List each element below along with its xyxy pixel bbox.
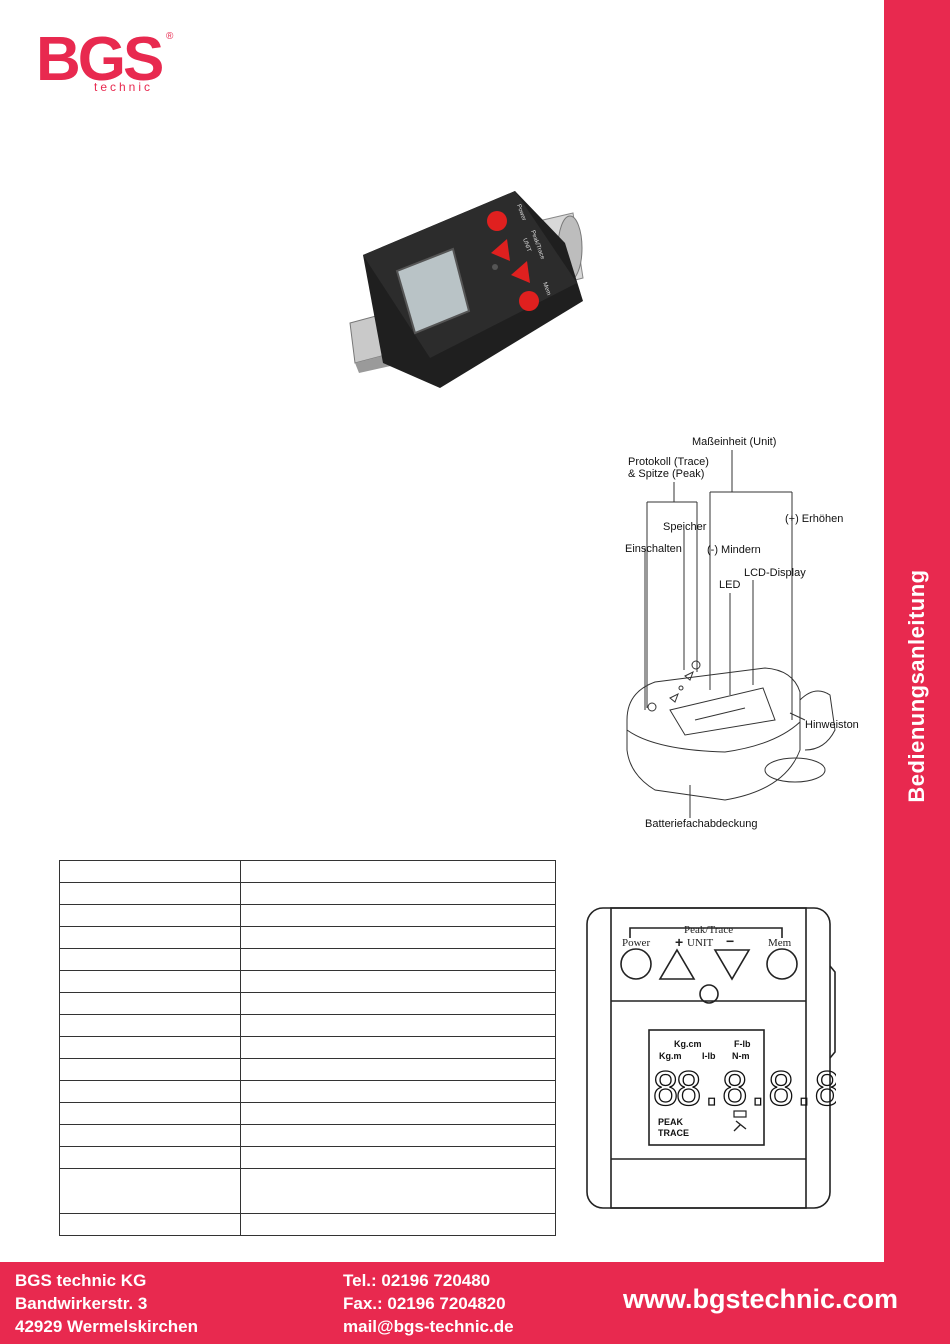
table-row bbox=[59, 1014, 556, 1037]
registered-mark: ® bbox=[166, 31, 174, 42]
photo-label-power: Power bbox=[515, 204, 526, 222]
table-row bbox=[59, 970, 556, 993]
table-cell bbox=[59, 992, 241, 1015]
label-increase: (+) Erhöhen bbox=[785, 513, 844, 525]
table-row bbox=[59, 1080, 556, 1103]
table-row bbox=[59, 1124, 556, 1147]
device-diagram: Maßeinheit (Unit) Protokoll (Trace) & Sp… bbox=[615, 430, 880, 840]
table-cell bbox=[240, 992, 556, 1015]
table-row bbox=[59, 1102, 556, 1125]
table-row bbox=[59, 860, 556, 883]
lcd-flb: F-lb bbox=[734, 1039, 751, 1049]
table-cell bbox=[240, 1080, 556, 1103]
label-lcd: LCD-Display bbox=[744, 567, 806, 579]
table-cell bbox=[59, 1102, 241, 1125]
footer-street: Bandwirkerstr. 3 bbox=[15, 1294, 148, 1313]
table-row bbox=[59, 948, 556, 971]
label-trace-1: Protokoll (Trace) bbox=[628, 456, 709, 468]
spec-table bbox=[59, 860, 556, 1236]
table-cell bbox=[59, 948, 241, 971]
footer: BGS technic KG Bandwirkerstr. 3 42929 We… bbox=[0, 1262, 950, 1344]
footer-website-link[interactable]: www.bgstechnic.com bbox=[623, 1284, 899, 1314]
bgs-logo: BGS ® technic bbox=[36, 25, 181, 99]
label-memory: Speicher bbox=[663, 521, 707, 533]
table-row bbox=[59, 904, 556, 927]
footer-company: BGS technic KG bbox=[15, 1271, 147, 1290]
lcd-kgcm: Kg.cm bbox=[674, 1039, 702, 1049]
table-cell bbox=[59, 1124, 241, 1147]
table-row bbox=[59, 1146, 556, 1169]
panel-mem: Mem bbox=[768, 937, 792, 949]
logo-text: BGS bbox=[36, 28, 162, 94]
label-beep: Hinweiston bbox=[805, 719, 859, 731]
diagram-lines bbox=[626, 450, 836, 818]
sidebar-title: Bedienungsanleitung bbox=[904, 569, 929, 803]
table-cell bbox=[59, 1168, 241, 1214]
table-cell bbox=[240, 970, 556, 993]
product-photo: Power Peak/Trace UNIT Mem bbox=[345, 183, 595, 403]
table-cell bbox=[240, 1146, 556, 1169]
table-cell bbox=[59, 1080, 241, 1103]
footer-tel: Tel.: 02196 720480 bbox=[343, 1271, 491, 1290]
table-cell bbox=[59, 1058, 241, 1081]
footer-mail[interactable]: mail@bgs-technic.de bbox=[343, 1317, 514, 1336]
table-row bbox=[59, 1168, 556, 1214]
table-cell bbox=[59, 1036, 241, 1059]
table-row bbox=[59, 926, 556, 949]
table-cell bbox=[240, 926, 556, 949]
table-cell bbox=[240, 1058, 556, 1081]
spec-table-body bbox=[59, 860, 556, 1236]
table-cell bbox=[240, 904, 556, 927]
logo-subtext: technic bbox=[94, 80, 153, 94]
table-cell bbox=[59, 926, 241, 949]
panel-power: Power bbox=[622, 937, 650, 949]
photo-label-unit: UNIT bbox=[521, 238, 532, 254]
panel-minus: − bbox=[726, 933, 734, 949]
table-cell bbox=[240, 1168, 556, 1214]
bgs-logo-mark: BGS ® technic bbox=[36, 25, 174, 94]
table-cell bbox=[59, 904, 241, 927]
lcd-trace: TRACE bbox=[658, 1128, 689, 1138]
footer-fax: Fax.: 02196 7204820 bbox=[343, 1294, 506, 1313]
table-row bbox=[59, 1036, 556, 1059]
panel-unit: UNIT bbox=[687, 937, 714, 949]
lcd-kgm: Kg.m bbox=[659, 1051, 682, 1061]
lcd-peak: PEAK bbox=[658, 1117, 684, 1127]
table-cell bbox=[59, 882, 241, 905]
panel-plus: + bbox=[675, 934, 683, 950]
label-trace-2: & Spitze (Peak) bbox=[628, 468, 705, 480]
table-cell bbox=[240, 1102, 556, 1125]
label-unit: Maßeinheit (Unit) bbox=[692, 436, 777, 448]
table-cell bbox=[240, 1213, 556, 1236]
label-power-on: Einschalten bbox=[625, 543, 682, 555]
right-sidebar bbox=[884, 0, 950, 1262]
table-cell bbox=[59, 1146, 241, 1169]
lcd-ilb: I-lb bbox=[702, 1051, 716, 1061]
table-cell bbox=[240, 1014, 556, 1037]
table-cell bbox=[59, 1014, 241, 1037]
front-panel-drawing: Peak/Trace Power + UNIT − Mem Kg.cm F-lb… bbox=[584, 906, 843, 1217]
label-battery: Batteriefachabdeckung bbox=[645, 818, 758, 830]
table-cell bbox=[240, 860, 556, 883]
photo-label-mem: Mem bbox=[541, 282, 551, 297]
table-cell bbox=[240, 882, 556, 905]
table-row bbox=[59, 992, 556, 1015]
panel-peak-trace: Peak/Trace bbox=[684, 924, 733, 936]
label-led: LED bbox=[719, 579, 741, 591]
table-cell bbox=[240, 1124, 556, 1147]
lcd-digits: 88.8.8.8 bbox=[652, 1063, 836, 1116]
table-cell bbox=[59, 860, 241, 883]
table-cell bbox=[240, 1036, 556, 1059]
table-row bbox=[59, 1058, 556, 1081]
table-cell bbox=[59, 970, 241, 993]
table-cell bbox=[59, 1213, 241, 1236]
label-decrease: (-) Mindern bbox=[707, 544, 761, 556]
lcd-nm: N-m bbox=[732, 1051, 750, 1061]
footer-city: 42929 Wermelskirchen bbox=[15, 1317, 199, 1336]
table-row bbox=[59, 882, 556, 905]
table-row bbox=[59, 1213, 556, 1236]
table-cell bbox=[240, 948, 556, 971]
